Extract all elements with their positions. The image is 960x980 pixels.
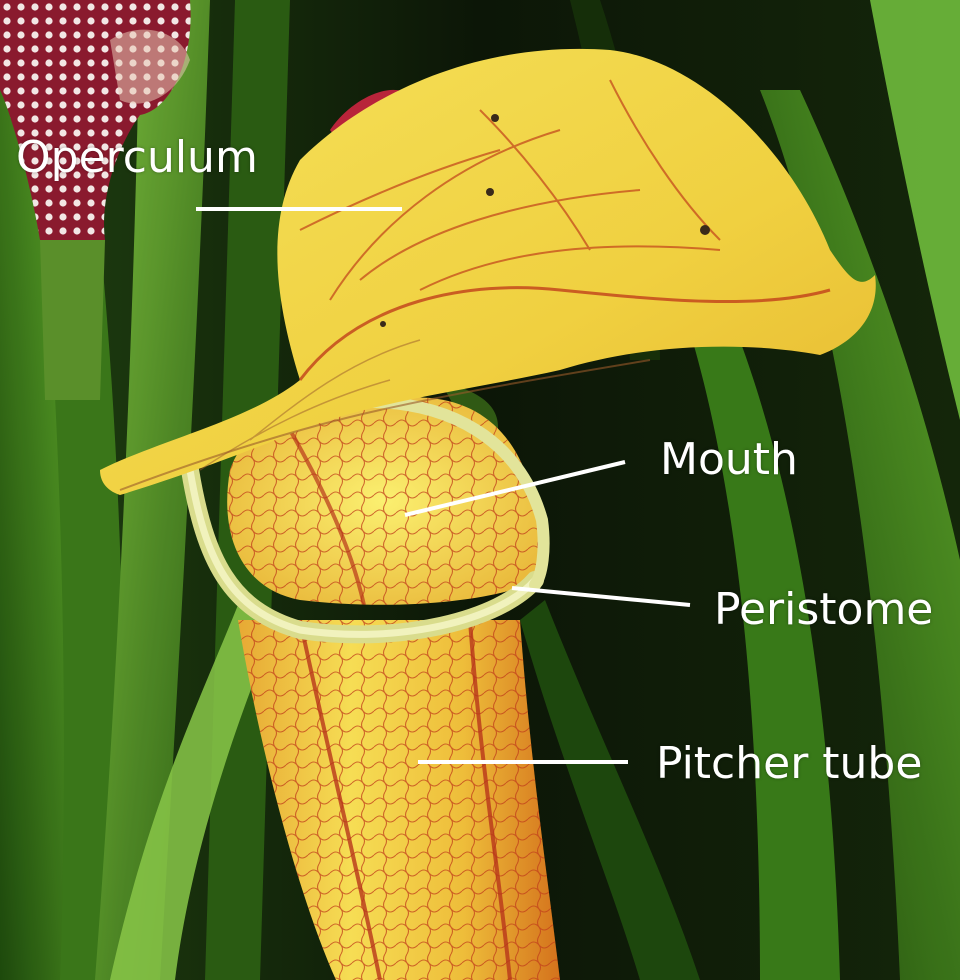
leader-lines [196,207,691,764]
background-pitcher [0,0,410,400]
label-peristome: Peristome [714,584,934,635]
leader-line-peristome [511,586,691,607]
label-mouth: Mouth [660,434,798,485]
label-operculum: Operculum [16,132,258,183]
leader-line-mouth [404,460,626,517]
operculum-hood [100,48,876,496]
label-pitcher-tube: Pitcher tube [656,738,923,789]
